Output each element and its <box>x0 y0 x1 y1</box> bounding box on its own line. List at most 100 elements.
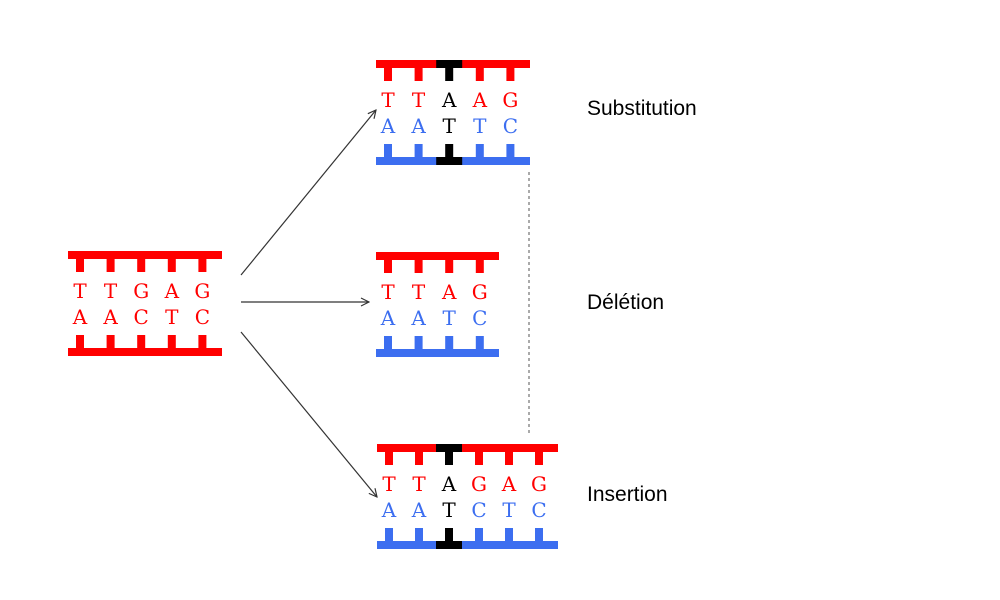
bottom-base: C <box>134 305 149 329</box>
bottom-base: C <box>531 498 546 522</box>
bottom-base: A <box>380 114 396 138</box>
top-base: G <box>194 279 210 303</box>
bottom-tooth <box>384 144 392 157</box>
top-tooth <box>475 260 484 273</box>
bottom-tooth <box>414 336 423 349</box>
label-deletion: Délétion <box>587 291 665 314</box>
bottom-tooth <box>415 528 423 541</box>
top-tooth <box>415 452 423 465</box>
top-backbone <box>68 251 222 259</box>
top-tooth <box>106 259 115 272</box>
top-tooth <box>167 259 176 272</box>
bottom-base: A <box>72 305 88 329</box>
bottom-base: T <box>502 498 516 522</box>
bottom-base: T <box>443 114 457 138</box>
top-base: G <box>133 279 149 303</box>
top-tooth <box>535 452 543 465</box>
top-tooth <box>445 260 454 273</box>
top-tooth <box>445 68 454 81</box>
top-tooth <box>414 260 423 273</box>
bottom-tooth <box>505 528 513 541</box>
bottom-tooth <box>385 528 393 541</box>
top-tooth <box>198 259 207 272</box>
bottom-tooth <box>475 144 484 157</box>
arrows-group <box>240 110 530 497</box>
label-substitution: Substitution <box>587 97 697 120</box>
bottom-tooth <box>445 336 454 349</box>
bottom-tooth <box>384 336 392 349</box>
mutated-bottom-backbone <box>436 157 463 165</box>
bottom-tooth <box>475 528 483 541</box>
top-base: A <box>441 472 457 496</box>
top-base: T <box>73 279 87 303</box>
bottom-tooth <box>198 335 207 348</box>
top-tooth <box>475 452 483 465</box>
top-tooth <box>76 259 84 272</box>
bottom-tooth <box>535 528 543 541</box>
top-base: A <box>164 279 180 303</box>
top-base: T <box>412 472 426 496</box>
top-base: T <box>412 88 426 112</box>
bottom-base: T <box>473 114 487 138</box>
bottom-backbone <box>377 541 558 549</box>
bottom-base: C <box>503 114 518 138</box>
top-base: T <box>381 280 395 304</box>
top-backbone <box>376 252 499 260</box>
bottom-tooth <box>137 335 146 348</box>
top-tooth <box>137 259 146 272</box>
bottom-backbone <box>68 348 222 356</box>
bottom-base: C <box>472 306 487 330</box>
bottom-tooth <box>414 144 423 157</box>
bottom-base: A <box>102 305 118 329</box>
mutated-top-backbone <box>436 60 463 68</box>
top-base: G <box>531 472 547 496</box>
top-tooth <box>505 452 513 465</box>
bottom-tooth <box>445 528 453 541</box>
top-base: A <box>472 88 488 112</box>
bottom-base: A <box>411 498 427 522</box>
bottom-tooth <box>106 335 115 348</box>
top-base: A <box>441 88 457 112</box>
mutated-bottom-backbone <box>436 541 462 549</box>
bottom-base: T <box>442 498 456 522</box>
top-tooth <box>384 260 392 273</box>
bottom-tooth <box>76 335 84 348</box>
top-tooth <box>384 68 392 81</box>
top-base: T <box>104 279 118 303</box>
top-base: T <box>381 88 395 112</box>
top-base: G <box>471 472 487 496</box>
top-tooth <box>475 68 484 81</box>
bottom-tooth <box>445 144 454 157</box>
mutated-top-backbone <box>436 444 462 452</box>
top-base: T <box>382 472 396 496</box>
top-base: A <box>501 472 517 496</box>
top-base: G <box>502 88 518 112</box>
top-base: A <box>441 280 457 304</box>
top-backbone <box>377 444 558 452</box>
bottom-base: T <box>165 305 179 329</box>
bottom-tooth <box>506 144 515 157</box>
bottom-base: A <box>381 498 397 522</box>
bottom-base: C <box>471 498 486 522</box>
top-tooth <box>385 452 393 465</box>
bottom-backbone <box>376 349 499 357</box>
bottom-tooth <box>475 336 484 349</box>
bottom-base: C <box>195 305 210 329</box>
bottom-base: A <box>410 306 426 330</box>
arrow-to-insertion <box>240 331 377 497</box>
top-tooth <box>414 68 423 81</box>
label-insertion: Insertion <box>587 483 668 506</box>
top-base: G <box>472 280 488 304</box>
bottom-tooth <box>167 335 176 348</box>
bottom-base: A <box>380 306 396 330</box>
top-tooth <box>445 452 453 465</box>
arrow-to-substitution <box>240 110 376 276</box>
top-tooth <box>506 68 515 81</box>
bottom-base: A <box>410 114 426 138</box>
